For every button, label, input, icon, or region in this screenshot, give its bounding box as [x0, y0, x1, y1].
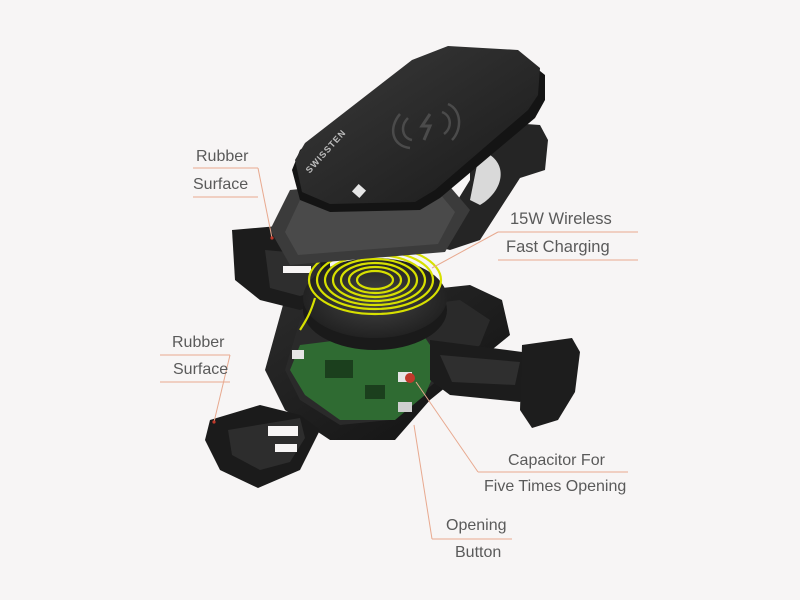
charging-pad: [292, 46, 545, 212]
circuit-board: [290, 330, 440, 420]
label-capacitor-line1: Capacitor For: [508, 452, 605, 469]
label-opening-button-line1: Opening: [446, 517, 507, 534]
label-rubber-surface-bottom-line2: Surface: [173, 361, 229, 378]
logo-badge: [351, 183, 367, 199]
label-capacitor-line2: Five Times Opening: [484, 478, 627, 495]
leader-lines: [160, 167, 638, 540]
wireless-charging-icon: [391, 102, 461, 150]
lower-left-arm: [205, 405, 320, 488]
label-wireless-charging-line2: Fast Charging: [506, 238, 610, 256]
leader-dots: [212, 236, 274, 424]
label-wireless-charging-line1: 15W Wireless: [510, 210, 612, 228]
right-arm: [430, 338, 580, 428]
label-rubber-surface-top-line1: Rubber: [196, 148, 249, 165]
label-rubber-surface-top-line2: Surface: [193, 176, 249, 193]
label-opening-button-line2: Button: [455, 544, 502, 561]
label-rubber-surface-bottom-line1: Rubber: [172, 334, 225, 351]
